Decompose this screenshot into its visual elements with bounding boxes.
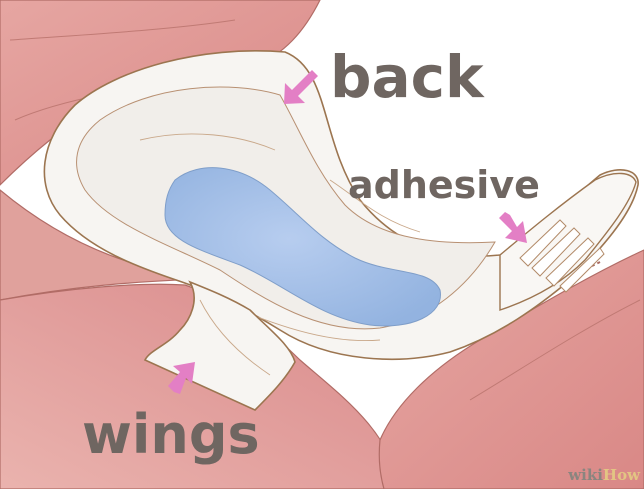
watermark-part2: How	[603, 466, 640, 484]
arrow-adhesive-icon	[499, 212, 527, 243]
wikihow-watermark: wikiHow	[568, 468, 640, 483]
label-back: back	[330, 48, 484, 106]
watermark-part1: wiki	[568, 466, 603, 484]
label-wings: wings	[82, 408, 260, 462]
label-adhesive: adhesive	[348, 166, 540, 204]
